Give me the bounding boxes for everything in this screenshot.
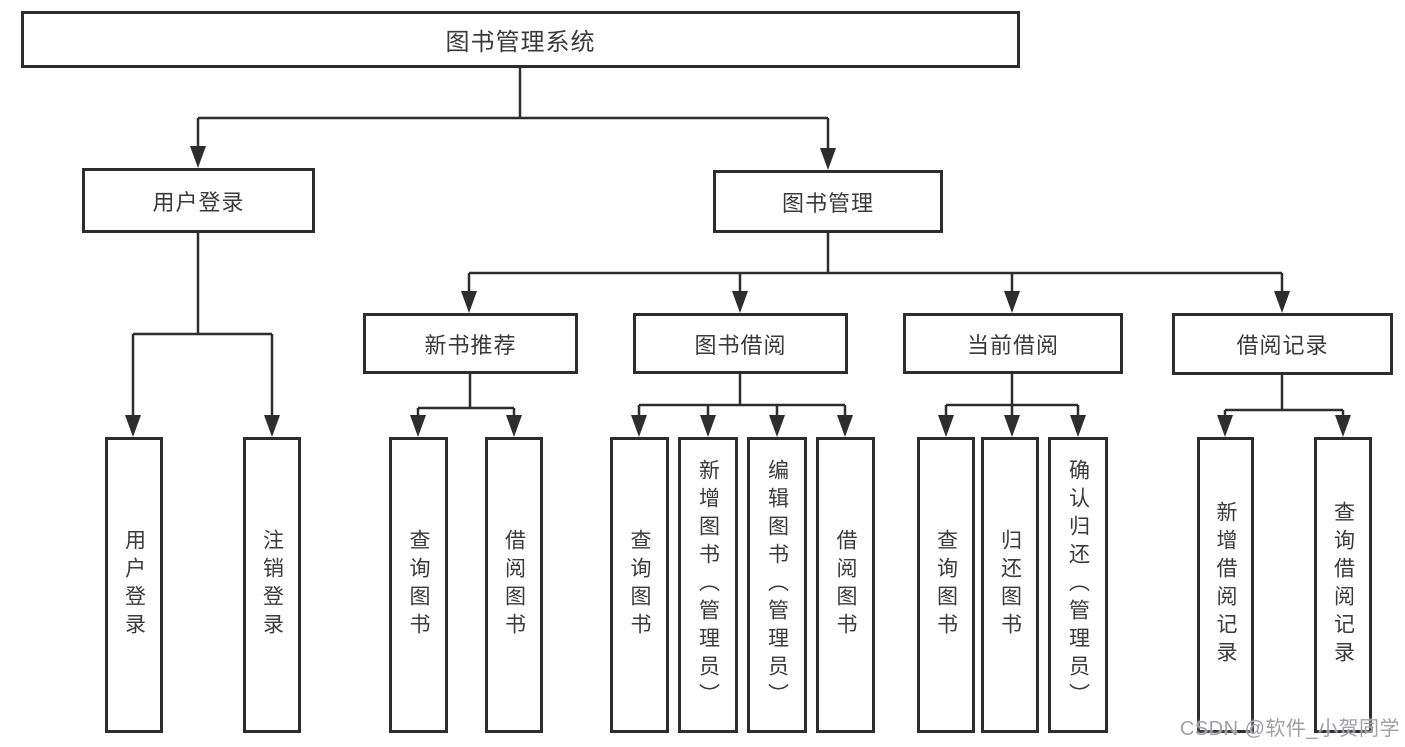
node-leaf-return-book: 归还图书 bbox=[981, 437, 1039, 733]
node-leaf-borrow-book-1: 借阅图书 bbox=[485, 437, 543, 733]
node-label-current-borrowing: 当前借阅 bbox=[966, 332, 1059, 358]
arrowhead-icon bbox=[1335, 415, 1351, 437]
node-label-leaf-edit-book: 编辑图书（管理员） bbox=[765, 459, 789, 711]
node-current-borrowing: 当前借阅 bbox=[903, 313, 1123, 374]
node-label-leaf-add-book: 新增图书（管理员） bbox=[696, 459, 720, 711]
node-book-management: 图书管理 bbox=[713, 170, 943, 233]
arrowhead-icon bbox=[190, 146, 206, 168]
node-label-leaf-borrow-book-2: 借阅图书 bbox=[834, 529, 857, 641]
node-label-leaf-query-record: 查询借阅记录 bbox=[1331, 501, 1355, 669]
node-label-user-login: 用户登录 bbox=[152, 189, 245, 215]
node-label-leaf-query-book-2: 查询图书 bbox=[628, 529, 651, 641]
arrowhead-icon bbox=[820, 148, 836, 170]
node-leaf-logout: 注销登录 bbox=[243, 437, 301, 733]
node-label-leaf-user-login: 用户登录 bbox=[122, 529, 146, 641]
node-leaf-borrow-book-2: 借阅图书 bbox=[816, 437, 875, 733]
arrowhead-icon bbox=[506, 415, 522, 437]
arrowhead-icon bbox=[1217, 415, 1233, 437]
node-leaf-confirm-return: 确认归还（管理员） bbox=[1048, 437, 1108, 733]
arrowhead-icon bbox=[700, 415, 716, 437]
node-leaf-query-book-2: 查询图书 bbox=[610, 437, 669, 733]
arrowhead-icon bbox=[938, 415, 954, 437]
node-label-leaf-add-record: 新增借阅记录 bbox=[1214, 501, 1237, 669]
node-label-book-management: 图书管理 bbox=[781, 190, 874, 216]
node-label-leaf-logout: 注销登录 bbox=[260, 529, 284, 641]
arrowhead-icon bbox=[1274, 291, 1290, 313]
node-borrowing-records: 借阅记录 bbox=[1172, 313, 1393, 375]
node-leaf-add-record: 新增借阅记录 bbox=[1197, 437, 1254, 733]
node-book-borrowing: 图书借阅 bbox=[633, 313, 848, 374]
node-leaf-edit-book: 编辑图书（管理员） bbox=[747, 437, 807, 733]
arrowhead-icon bbox=[837, 415, 853, 437]
node-leaf-user-login: 用户登录 bbox=[105, 437, 163, 733]
node-new-book-recommend: 新书推荐 bbox=[363, 313, 578, 374]
arrowhead-icon bbox=[1070, 415, 1086, 437]
arrowhead-icon bbox=[631, 415, 647, 437]
arrowhead-icon bbox=[410, 415, 426, 437]
node-leaf-query-book-3: 查询图书 bbox=[917, 437, 975, 733]
node-leaf-add-book: 新增图书（管理员） bbox=[678, 437, 738, 733]
node-label-new-book-recommend: 新书推荐 bbox=[424, 332, 517, 358]
arrowhead-icon bbox=[1004, 415, 1020, 437]
arrowhead-icon bbox=[732, 291, 748, 313]
node-root: 图书管理系统 bbox=[21, 11, 1020, 68]
node-leaf-query-record: 查询借阅记录 bbox=[1314, 437, 1372, 733]
watermark-text: CSDN @软件_小贺同学 bbox=[1179, 718, 1400, 740]
arrowhead-icon bbox=[769, 415, 785, 437]
node-label-leaf-return-book: 归还图书 bbox=[998, 529, 1022, 641]
node-label-leaf-borrow-book-1: 借阅图书 bbox=[502, 529, 526, 641]
arrowhead-icon bbox=[125, 415, 141, 437]
node-label-leaf-query-book-3: 查询图书 bbox=[934, 529, 958, 641]
node-leaf-query-book-1: 查询图书 bbox=[389, 437, 448, 733]
node-label-leaf-confirm-return: 确认归还（管理员） bbox=[1066, 459, 1090, 711]
arrowhead-icon bbox=[1004, 291, 1020, 313]
arrowhead-icon bbox=[264, 415, 280, 437]
node-label-book-borrowing: 图书借阅 bbox=[694, 332, 787, 358]
arrowhead-icon bbox=[461, 291, 477, 313]
node-label-leaf-query-book-1: 查询图书 bbox=[407, 529, 430, 641]
node-label-root: 图书管理系统 bbox=[445, 29, 596, 56]
node-user-login: 用户登录 bbox=[82, 168, 315, 233]
node-label-borrowing-records: 借阅记录 bbox=[1236, 333, 1329, 358]
